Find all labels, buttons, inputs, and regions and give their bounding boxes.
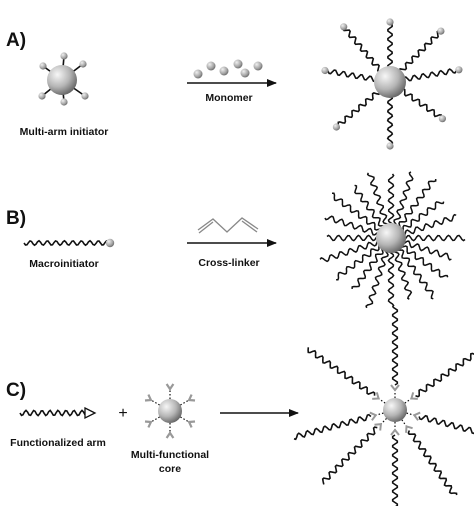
end-group	[386, 18, 394, 26]
star-core	[374, 66, 406, 98]
panel-b-label: B)	[6, 208, 26, 229]
polymer-arm	[307, 347, 376, 396]
coupling-group	[390, 428, 400, 436]
end-group	[340, 23, 348, 31]
functionalized-arm-icon	[19, 406, 97, 420]
coupling-group	[372, 392, 380, 400]
coupled-star-icon	[293, 306, 474, 506]
functional-group	[144, 394, 153, 402]
cross-linker-icon	[197, 217, 259, 234]
cross-linker-caption: Cross-linker	[198, 257, 259, 269]
panel-c: C) Functionalized arm + Multi-functional…	[6, 306, 474, 506]
functional-group	[187, 420, 196, 428]
end-group	[437, 27, 445, 35]
functional-group	[165, 383, 175, 391]
polymer-arm	[293, 413, 372, 441]
panel-a-label: A)	[6, 30, 26, 51]
multi-functional-core-icon	[144, 383, 196, 439]
functional-group	[144, 420, 153, 428]
linker	[404, 398, 412, 404]
coupling-group	[412, 411, 421, 421]
polymer-arm	[391, 306, 399, 386]
end-group	[438, 115, 446, 123]
polymer-arm	[415, 352, 474, 398]
plus-sign: +	[118, 405, 127, 422]
core-caption-line1: Multi-functional	[131, 449, 209, 461]
end-group	[332, 123, 340, 131]
panel-a: A) Multi-arm initiator Monomer	[6, 18, 463, 150]
polymer-arm	[321, 426, 378, 485]
coupling-group	[390, 384, 400, 392]
functionalized-arm-caption: Functionalized arm	[10, 437, 106, 449]
panel-c-label: C)	[6, 380, 26, 401]
macroinitiator-icon	[23, 238, 115, 248]
coupling-group	[374, 422, 383, 431]
end-group	[386, 142, 394, 150]
star-core	[383, 398, 407, 422]
core-sphere	[158, 399, 182, 423]
linker	[406, 412, 415, 416]
polymer-arm	[418, 414, 474, 435]
polymer-arm	[407, 430, 458, 496]
multi-arm-initiator-icon	[38, 52, 89, 106]
monomer-caption: Monomer	[205, 92, 252, 104]
functional-group	[187, 394, 196, 402]
polymer-arm	[391, 434, 399, 506]
star-polymer-icon	[321, 18, 463, 150]
multi-arm-initiator-caption: Multi-arm initiator	[20, 126, 109, 138]
core-caption-line2: core	[159, 463, 181, 475]
coupling-group	[410, 392, 418, 400]
end-group	[321, 66, 329, 75]
macroinitiator-caption: Macroinitiator	[29, 258, 98, 270]
core-crosslinked-star-icon	[319, 171, 466, 309]
functional-group	[165, 431, 175, 439]
linker	[401, 419, 407, 427]
coupling-group	[369, 411, 378, 421]
star-core	[376, 223, 406, 253]
linker	[380, 418, 387, 425]
end-group	[455, 66, 463, 74]
linker	[378, 398, 386, 404]
panel-b: B) Macroinitiator Cross-linker	[6, 171, 466, 309]
linker	[375, 412, 384, 416]
coupling-group	[405, 425, 413, 433]
monomer-dots-icon	[193, 59, 263, 79]
